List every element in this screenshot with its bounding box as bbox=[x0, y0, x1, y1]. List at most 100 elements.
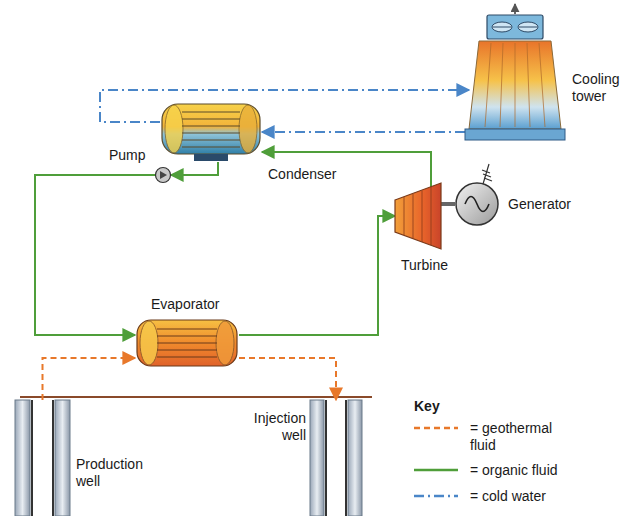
drawing-part bbox=[156, 168, 171, 183]
drawing-part bbox=[140, 321, 158, 365]
condenser-icon bbox=[160, 100, 262, 162]
organic-fluid-line bbox=[262, 152, 431, 187]
legend-text: = geothermal fluid bbox=[470, 420, 562, 454]
drawing-part bbox=[182, 133, 240, 134]
legend-text: = organic fluid bbox=[470, 462, 562, 479]
drawing-part bbox=[52, 400, 54, 516]
drawing-part bbox=[157, 343, 217, 344]
component-node: Pump bbox=[155, 167, 171, 183]
drawing-part bbox=[157, 350, 217, 351]
turbine-icon bbox=[395, 183, 441, 249]
drawing-part bbox=[395, 183, 441, 249]
legend-line bbox=[414, 469, 458, 472]
drawing-part bbox=[182, 119, 240, 120]
drive-shaft bbox=[441, 202, 455, 206]
component-node: Evaporator bbox=[135, 318, 239, 368]
drawing-part bbox=[160, 171, 167, 179]
well-icon bbox=[310, 400, 362, 516]
component-label: Turbine bbox=[401, 257, 463, 274]
legend-line-sample bbox=[414, 468, 460, 472]
component-label: Pump bbox=[109, 147, 151, 164]
geothermal-fluid-line bbox=[239, 358, 336, 400]
drawing-part bbox=[182, 147, 240, 148]
drawing-part bbox=[137, 320, 237, 366]
generator-icon bbox=[455, 182, 499, 226]
organic-fluid-line bbox=[171, 162, 218, 175]
drawing-part bbox=[487, 15, 543, 39]
legend-line bbox=[414, 427, 458, 430]
component-label: Injection well bbox=[230, 410, 306, 444]
component-node: Condenser bbox=[160, 100, 262, 162]
drawing-part bbox=[348, 400, 362, 516]
ground-line bbox=[20, 396, 372, 398]
component-node: Turbine bbox=[395, 183, 441, 249]
drawing-part bbox=[422, 191, 423, 242]
legend-title: Key bbox=[414, 398, 440, 415]
drawing-part bbox=[404, 197, 405, 235]
component-label: Evaporator bbox=[151, 296, 235, 313]
evaporator-icon bbox=[135, 318, 239, 368]
component-label: Condenser bbox=[268, 166, 352, 183]
drawing-part bbox=[239, 105, 257, 153]
drawing-part bbox=[31, 400, 33, 516]
cold-water-line bbox=[100, 90, 469, 122]
drawing-part bbox=[182, 112, 240, 147]
drawing-part bbox=[216, 321, 234, 365]
drawing-part bbox=[182, 112, 240, 113]
drawing-part bbox=[484, 178, 492, 181]
cooling-tower-icon bbox=[465, 5, 565, 140]
drawing-part bbox=[493, 27, 511, 28]
drawing-part bbox=[15, 400, 30, 516]
drawing-part bbox=[465, 129, 565, 140]
drawing-part bbox=[483, 174, 491, 177]
drawing-part bbox=[404, 187, 431, 245]
organic-fluid-line bbox=[35, 175, 155, 335]
drawing-part bbox=[157, 329, 217, 330]
drawing-part bbox=[165, 105, 183, 153]
drawing-part bbox=[325, 400, 327, 516]
drawing-part bbox=[456, 183, 498, 225]
drawing-part bbox=[55, 400, 70, 516]
organic-fluid-line bbox=[239, 216, 395, 335]
component-node: Generator bbox=[455, 182, 499, 226]
drawing-part bbox=[465, 197, 489, 212]
drawing-part bbox=[469, 41, 561, 129]
component-node: Injection well bbox=[310, 400, 362, 516]
drawing-part bbox=[431, 187, 432, 245]
drawing-part bbox=[527, 43, 530, 127]
drawing-part bbox=[413, 194, 414, 239]
component-label: Generator bbox=[508, 196, 588, 213]
legend: Key = geothermal fluid = organic fluid = co… bbox=[410, 398, 620, 513]
drawing-part bbox=[482, 170, 490, 173]
drawing-part bbox=[194, 154, 228, 161]
component-label: Production well bbox=[76, 456, 154, 490]
component-node: Cooling tower bbox=[465, 5, 565, 140]
drawing-part bbox=[518, 22, 538, 32]
drawing-part bbox=[157, 329, 217, 357]
drawing-part bbox=[182, 140, 240, 141]
drawing-part bbox=[514, 4, 516, 14]
pump-icon bbox=[155, 167, 171, 183]
drawing-part bbox=[157, 336, 217, 337]
drawing-part bbox=[310, 400, 324, 516]
drawing-part bbox=[485, 43, 491, 127]
drawing-part bbox=[157, 357, 217, 358]
cold-water-line bbox=[262, 131, 465, 133]
geothermal-fluid-line bbox=[43, 358, 136, 400]
drawing-part bbox=[492, 22, 512, 32]
well-icon bbox=[15, 400, 70, 516]
component-node: Production well bbox=[15, 400, 70, 516]
drawing-part bbox=[162, 104, 260, 154]
drawing-part bbox=[500, 43, 503, 127]
component-label: Cooling tower bbox=[572, 71, 628, 105]
drawing-part bbox=[519, 27, 537, 28]
drawing-part bbox=[539, 43, 545, 127]
legend-line-sample bbox=[414, 494, 460, 498]
legend-line bbox=[414, 495, 458, 498]
drawing-part bbox=[182, 126, 240, 127]
drawing-part bbox=[485, 43, 545, 127]
legend-text: = cold water bbox=[470, 488, 562, 505]
legend-line-sample bbox=[414, 426, 460, 430]
drawing-part bbox=[345, 400, 347, 516]
